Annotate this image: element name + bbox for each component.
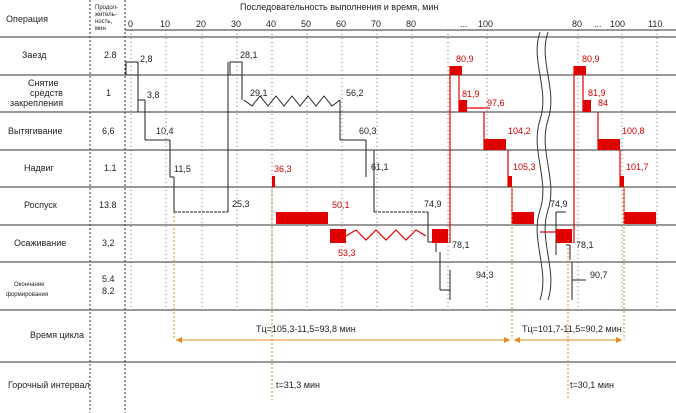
tick: 0 — [128, 19, 133, 29]
row-label: Снятие — [28, 78, 59, 88]
tick: 100 — [478, 19, 493, 29]
value-label: 2,8 — [140, 54, 153, 64]
value-label: 74,9 — [550, 199, 568, 209]
tick: 30 — [231, 19, 241, 29]
value-label: 56,2 — [346, 88, 364, 98]
row-label: Время цикла — [30, 330, 84, 340]
value-label: 53,3 — [338, 248, 356, 258]
row-duration: 6,6 — [102, 126, 115, 136]
value-label: 84 — [598, 98, 608, 108]
process-steps-red — [272, 66, 656, 243]
row-duration: 5.4 — [102, 274, 115, 284]
scale2-ticks: 80 ... 100 110 — [572, 19, 662, 29]
cycle-arrowheads — [176, 337, 622, 343]
row-label: Надвиг — [24, 163, 55, 173]
header-axis-title: Последовательность выполнения и время, м… — [240, 2, 438, 12]
tick: ... — [594, 19, 602, 29]
value-label: 97,6 — [487, 98, 505, 108]
row-duration: 3,2 — [102, 238, 115, 248]
value-label: 78,1 — [452, 240, 470, 250]
header-duration-3: ность, — [95, 19, 113, 25]
header-duration-1: Продол- — [95, 5, 118, 11]
process-steps-black — [125, 61, 586, 300]
header-duration-4: мин — [95, 26, 106, 32]
row-label: средств — [30, 88, 63, 98]
row-label: Осаживание — [14, 238, 66, 248]
value-label: 90,7 — [590, 270, 608, 280]
value-label: 10,4 — [156, 126, 174, 136]
row-label: Окончание — [14, 282, 45, 288]
axis-break — [536, 31, 552, 301]
cycle-time-1: Тц=105,3-11,5=93,8 мин — [256, 324, 356, 334]
value-label: 105,3 — [513, 162, 536, 172]
header-duration-2: житель- — [95, 12, 117, 18]
row-duration: 2.8 — [104, 50, 117, 60]
tick: 80 — [572, 19, 582, 29]
scale-grid — [130, 30, 658, 310]
value-label: 94,3 — [476, 270, 494, 280]
row-label: закрепления — [10, 98, 63, 108]
row-duration: 1 — [106, 88, 111, 98]
cycle-time-lines — [173, 187, 625, 400]
row-duration: 13.8 — [99, 200, 117, 210]
red-value-labels: 80,9 81,9 97,6 104,2 36,3 105,3 50,1 53,… — [274, 54, 649, 258]
tick: 60 — [336, 19, 346, 29]
value-label: 80,9 — [582, 54, 600, 64]
value-label: 80,9 — [456, 54, 474, 64]
tick: 20 — [196, 19, 206, 29]
interval-2: t=30,1 мин — [570, 380, 614, 390]
tick: 50 — [301, 19, 311, 29]
value-label: 74,9 — [424, 199, 442, 209]
row-labels: Заезд 2.8 Снятие средств закрепления 1 В… — [6, 50, 117, 390]
row-label: Заезд — [22, 50, 47, 60]
value-label: 3,8 — [147, 90, 160, 100]
tick: ... — [460, 19, 468, 29]
tick: 80 — [406, 19, 416, 29]
interval-1: t=31,3 мин — [276, 380, 320, 390]
tick: 70 — [371, 19, 381, 29]
value-label: 25,3 — [232, 199, 250, 209]
cycle-time-2: Тц=101,7-11,5=90,2 мин — [522, 324, 622, 334]
row-label: Горочный интервал — [8, 380, 90, 390]
value-label: 81,9 — [462, 89, 480, 99]
row-duration: 8.2 — [102, 286, 115, 296]
black-value-labels: 2,8 28,1 3,8 29,1 56,2 10,4 60,3 11,5 61… — [140, 50, 608, 280]
header-operation: Операция — [6, 14, 48, 24]
tick: 110 — [648, 19, 662, 29]
red-connectors — [345, 66, 625, 243]
value-label: 29,1 — [250, 88, 268, 98]
value-label: 101,7 — [626, 162, 649, 172]
value-label: 100,8 — [622, 126, 645, 136]
row-label: Вытягивание — [8, 126, 62, 136]
value-label: 36,3 — [274, 164, 292, 174]
tick: 100 — [610, 19, 625, 29]
value-label: 60,3 — [359, 126, 377, 136]
value-label: 61,1 — [371, 162, 389, 172]
scale1-ticks: 0 10 20 30 40 50 60 70 80 ... 100 — [128, 19, 493, 29]
row-duration: 1.1 — [104, 163, 117, 173]
value-label: 50,1 — [332, 200, 350, 210]
tick: 10 — [160, 19, 170, 29]
value-label: 28,1 — [240, 50, 258, 60]
value-label: 104,2 — [508, 126, 531, 136]
value-label: 81,9 — [588, 88, 606, 98]
tick: 40 — [266, 19, 276, 29]
row-label: Роспуск — [24, 200, 57, 210]
value-label: 11,5 — [174, 164, 191, 174]
value-label: 78,1 — [576, 240, 594, 250]
row-label: формирования — [6, 292, 48, 298]
